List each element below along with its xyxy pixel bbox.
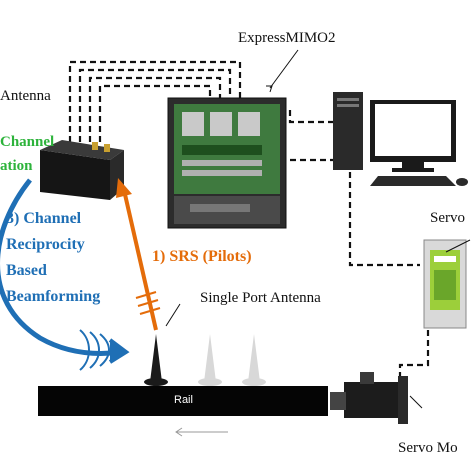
cable-bundle-antenna	[68, 60, 242, 142]
cable-servo-to-motor	[398, 330, 430, 380]
channel-estimation-label-2: ation	[0, 158, 33, 174]
top-antenna-label: Antenna	[0, 88, 51, 104]
expressmimo2-label: ExpressMIMO2	[238, 30, 336, 46]
reciprocity-label-4: Beamforming	[6, 288, 101, 305]
rail-bar	[38, 386, 328, 416]
servo-motor	[330, 372, 408, 424]
reciprocity-label-1: 3) Channel	[6, 210, 82, 227]
single-port-antenna-label: Single Port Antenna	[200, 290, 321, 306]
cable-pc-to-servo	[348, 172, 420, 267]
srs-pilots-arrow	[116, 178, 161, 331]
rail-direction-arrow	[175, 427, 228, 437]
single-port-antenna-black	[144, 334, 168, 386]
pointer-lines	[165, 49, 471, 409]
antenna-ghost-1	[198, 334, 222, 386]
expressmimo2-board	[167, 97, 287, 229]
srs-pilots-label: 1) SRS (Pilots)	[152, 248, 252, 265]
channel-estimation-label-1: Channel	[0, 134, 55, 150]
desktop-pc-icon	[333, 92, 468, 186]
servo-label: Servo	[430, 210, 465, 226]
antenna-ghost-2	[242, 334, 266, 386]
rail-label: Rail	[174, 394, 193, 406]
reciprocity-label-2: Reciprocity	[6, 236, 85, 253]
reciprocity-label-3: Based	[6, 262, 47, 279]
cable-to-pc	[288, 110, 335, 162]
antenna-device	[40, 140, 124, 200]
servo-motor-label: Servo Mo	[398, 440, 458, 456]
servo-drive	[423, 239, 467, 329]
beamforming-arrow	[0, 178, 130, 371]
